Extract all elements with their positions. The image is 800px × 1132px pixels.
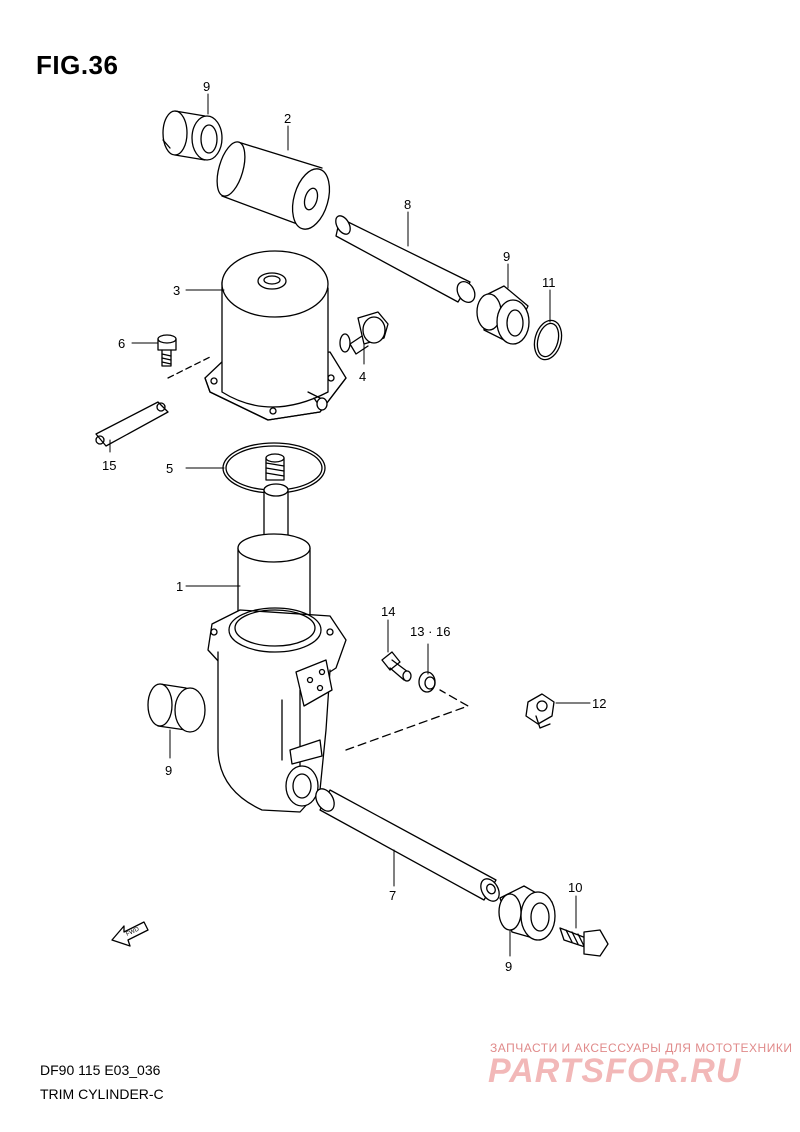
part-9-bushing-left — [147, 683, 206, 733]
callout-labels: 9 2 8 9 11 3 6 4 15 5 1 14 13 · 16 12 9 … — [102, 79, 606, 974]
part-11-circlip — [533, 319, 563, 361]
callout-12: 12 — [592, 696, 606, 711]
callout-7: 7 — [389, 888, 396, 903]
callout-9-right: 9 — [503, 249, 510, 264]
part-9-bushing-right — [476, 285, 530, 345]
part-3-reservoir — [204, 250, 347, 421]
fwd-arrow-icon: FWD — [111, 921, 149, 947]
callout-13-16: 13 · 16 — [410, 624, 450, 639]
part-14-bolt — [381, 651, 412, 682]
dashed-leader-6 — [167, 355, 213, 379]
part-4-fitting — [339, 311, 389, 355]
callout-14: 14 — [381, 604, 395, 619]
callout-9-bottom: 9 — [505, 959, 512, 974]
callout-4: 4 — [359, 369, 366, 384]
part-7-pin — [315, 788, 500, 902]
watermark-tagline: ЗАПЧАСТИ И АКСЕССУАРЫ ДЛЯ МОТОТЕХНИКИ — [490, 1041, 793, 1055]
part-15-plate — [95, 401, 169, 447]
callout-5: 5 — [166, 461, 173, 476]
part-9-bushing-bottom — [498, 885, 556, 941]
part-1-cylinder — [207, 453, 347, 813]
callout-8: 8 — [404, 197, 411, 212]
watermark-logo: PARTSFOR.RU — [488, 1052, 742, 1090]
part-6-bolt — [157, 334, 177, 367]
part-13-16-washer — [418, 671, 436, 693]
part-8-pin — [335, 215, 476, 303]
leader-lines — [109, 93, 591, 957]
callout-9-top: 9 — [203, 79, 210, 94]
callout-11: 11 — [542, 275, 556, 290]
callout-15: 15 — [102, 458, 116, 473]
callout-10: 10 — [568, 880, 582, 895]
dashed-leader-13 — [345, 689, 469, 751]
footer-model: DF90 115 E03_036 — [40, 1062, 161, 1078]
callout-9-left: 9 — [165, 763, 172, 778]
callout-2: 2 — [284, 111, 291, 126]
callout-6: 6 — [118, 336, 125, 351]
part-2-sleeve — [216, 141, 331, 232]
part-12-clip — [525, 693, 555, 729]
callout-1: 1 — [176, 579, 183, 594]
figure-title: FIG.36 — [36, 50, 119, 80]
footer-name: TRIM CYLINDER-C — [40, 1086, 164, 1102]
callout-3: 3 — [173, 283, 180, 298]
fwd-label: FWD — [125, 926, 141, 937]
part-9-bushing-top — [162, 110, 223, 161]
part-10-bolt — [559, 927, 609, 957]
